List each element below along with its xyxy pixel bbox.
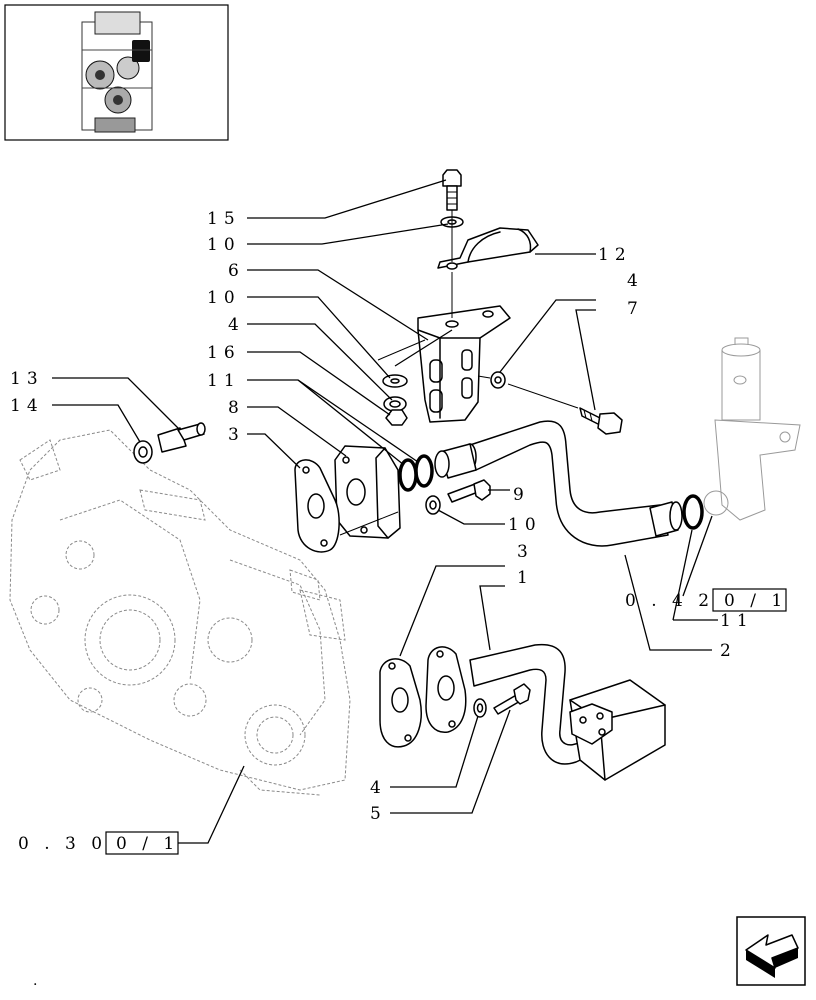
part-1-pipe[interactable] — [469, 643, 666, 781]
part-15-bolt[interactable] — [442, 169, 462, 211]
part-3-gasket-upper[interactable] — [294, 459, 340, 553]
part-11-o-ring-left[interactable] — [398, 454, 434, 492]
callout-12: 12 — [598, 245, 632, 265]
callout-11-left: 11 — [207, 371, 241, 391]
callout-7: 7 — [627, 299, 644, 319]
part-7-bolt[interactable] — [579, 407, 623, 435]
engine-thumbnail[interactable] — [4, 4, 229, 141]
next-page-button[interactable] — [736, 916, 806, 986]
callout-10-top: 10 — [207, 235, 241, 255]
callout-3-lower: 3 — [517, 542, 534, 562]
reference-left[interactable]: 0 . 3 0 . 0 / 1 — [18, 831, 179, 855]
callout-2: 2 — [720, 641, 737, 661]
part-12-clamp[interactable] — [437, 227, 539, 270]
callout-labels: 15 10 6 10 4 16 11 8 3 13 14 12 4 7 9 10… — [10, 209, 754, 824]
part-13-union-fitting[interactable] — [157, 422, 206, 453]
part-3-gasket-lower-b[interactable] — [425, 646, 467, 733]
callout-14: 14 — [10, 396, 44, 416]
next-page-arrow-icon — [745, 934, 799, 978]
part-9-bolt[interactable] — [447, 479, 491, 503]
callout-3-upper: 3 — [228, 425, 245, 445]
reference-right-box: 0 / 1 — [724, 591, 787, 611]
leader-lines — [52, 179, 718, 844]
injection-pump-outline — [703, 337, 801, 521]
callout-4-right: 4 — [627, 271, 644, 291]
callout-16: 16 — [207, 343, 241, 363]
part-14-washer[interactable] — [133, 440, 153, 464]
footer-mark: . — [33, 973, 37, 989]
part-4-lock-washer-left[interactable] — [383, 396, 407, 412]
callout-4-left: 4 — [228, 315, 245, 335]
reference-left-prefix: 0 . 3 0 . — [18, 834, 128, 854]
part-16-nut[interactable] — [385, 409, 408, 426]
callout-1: 1 — [517, 568, 534, 588]
gearbox-housing-outline — [9, 429, 351, 796]
callout-4-lower: 4 — [370, 778, 387, 798]
callout-11-right: 11 — [720, 611, 754, 631]
callout-5: 5 — [370, 804, 387, 824]
reference-left-box: 0 / 1 — [116, 834, 179, 854]
part-8-flange[interactable] — [334, 445, 401, 539]
part-10-washer-middle[interactable] — [382, 374, 408, 388]
callout-10-middle: 10 — [207, 288, 241, 308]
callout-15: 15 — [207, 209, 241, 229]
reference-right-prefix: 0 . 4 2 . — [625, 591, 735, 611]
callout-9: 9 — [513, 485, 530, 505]
part-11-o-ring-right[interactable] — [682, 494, 704, 530]
callout-8: 8 — [228, 398, 245, 418]
part-5-bolt[interactable] — [493, 683, 531, 715]
part-10-washer-lower[interactable] — [425, 495, 441, 515]
callout-6: 6 — [228, 261, 245, 281]
callout-13: 13 — [10, 369, 44, 389]
callout-10-lower: 10 — [508, 515, 542, 535]
center-lines — [339, 210, 579, 536]
reference-right[interactable]: 0 . 4 2 . 0 / 1 — [625, 588, 787, 612]
part-3-gasket-lower-a[interactable] — [379, 658, 422, 748]
part-4-lock-washer-right[interactable] — [490, 371, 506, 389]
part-4-washer-lower[interactable] — [473, 698, 487, 718]
part-6-bracket[interactable] — [417, 305, 511, 423]
engine-thumbnail-icon — [81, 11, 153, 133]
part-2-pipe[interactable] — [434, 420, 683, 547]
